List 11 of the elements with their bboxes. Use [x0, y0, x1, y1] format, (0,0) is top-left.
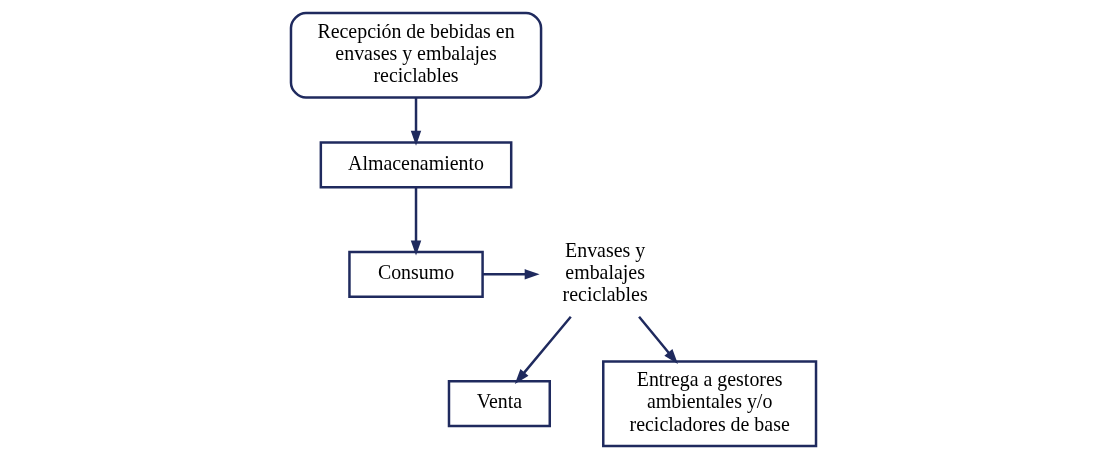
node-box: Almacenamiento [319, 141, 512, 189]
node-box: Consumo [347, 250, 484, 298]
arrow [637, 315, 678, 364]
arrow [482, 269, 540, 280]
node-box: Venta [447, 380, 551, 428]
arrow [514, 315, 572, 384]
arrow [410, 187, 421, 256]
arrow [410, 97, 421, 146]
node-text: Envases y embalajes reciclables [562, 238, 648, 306]
node-box: Recepción de bebidas en envases y embalajes reciclables [289, 11, 542, 99]
node-box: Entrega a gestores ambientales y/o recicladores de base [601, 360, 817, 448]
